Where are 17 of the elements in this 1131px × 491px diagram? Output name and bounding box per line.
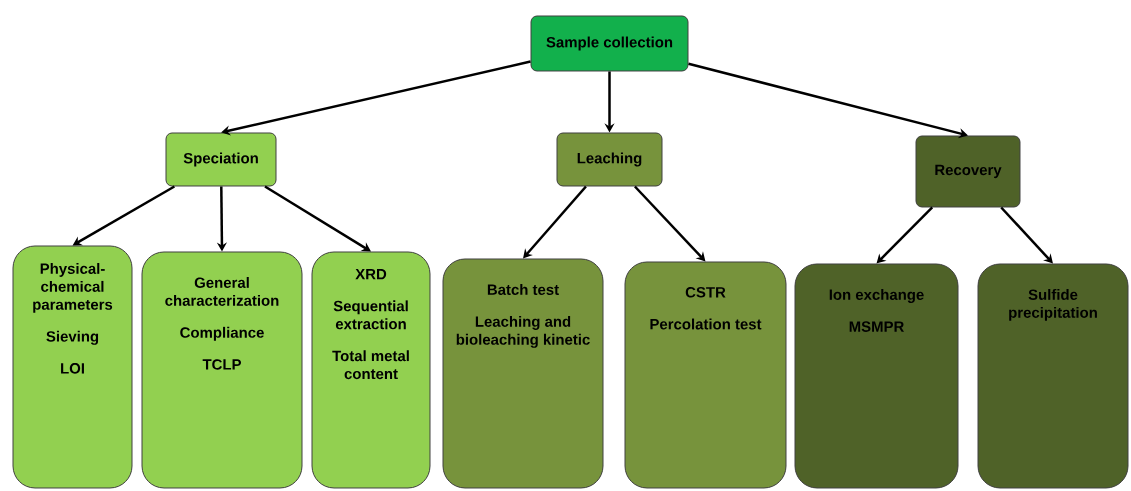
method-box: CSTR Percolation test	[624, 261, 787, 489]
method-box: Sulfide precipitation	[977, 263, 1129, 489]
method-box: Ion exchange MSMPR	[794, 263, 959, 489]
method-box: Physical-chemical parameters Sieving LOI	[12, 245, 133, 489]
title-box: Sample collection	[530, 15, 689, 72]
category-box: Speciation	[165, 132, 277, 187]
arrow	[1000, 206, 1053, 264]
method-box: Batch test Leaching and bioleaching kinetic	[442, 258, 604, 489]
arrow	[221, 60, 531, 136]
arrow	[523, 185, 587, 259]
category-box: Recovery	[915, 135, 1021, 208]
method-box: General characterization Compliance TCLP	[141, 251, 303, 489]
category-box: Leaching	[556, 132, 663, 187]
arrow	[634, 185, 706, 262]
arrow	[264, 185, 371, 252]
arrow	[876, 206, 934, 264]
method-box: XRD Sequential extraction Total metal content	[311, 251, 431, 489]
